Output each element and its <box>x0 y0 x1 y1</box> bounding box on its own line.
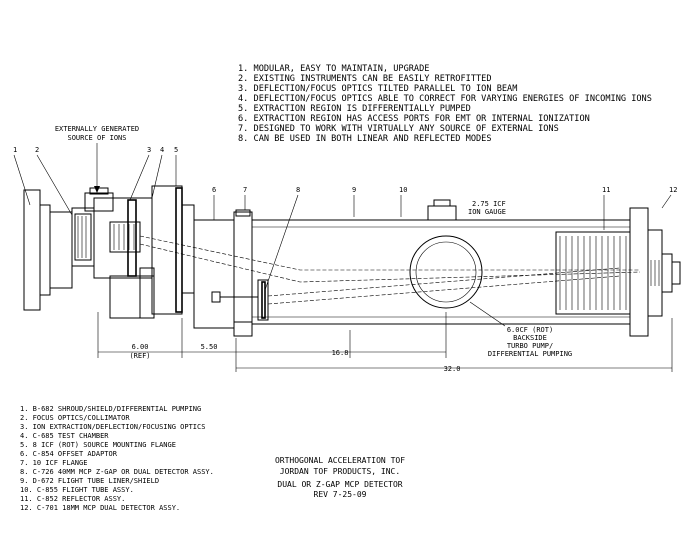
callout-number: 12 <box>669 186 677 194</box>
parts-list-item: 11. C-852 REFLECTOR ASSY. <box>20 495 125 503</box>
turbo-pump-label: 6.0CF (ROT) BACKSIDE TURBO PUMP/ DIFFERE… <box>469 301 572 358</box>
pump-label-line: BACKSIDE <box>513 334 547 342</box>
pump-label-line: DIFFERENTIAL PUMPING <box>488 350 572 358</box>
callout-number: 7 <box>243 186 247 194</box>
title-line: ORTHOGONAL ACCELERATION TOF <box>275 456 405 465</box>
callout-number: 8 <box>296 186 300 194</box>
feature-list: 1. MODULAR, EASY TO MAINTAIN, UPGRADE 2.… <box>238 64 652 144</box>
parts-list-item: 2. FOCUS OPTICS/COLLIMATOR <box>20 414 130 422</box>
parts-list-item: 5. 8 ICF (ROT) SOURCE MOUNTING FLANGE <box>20 441 176 449</box>
source-label-line: EXTERNALLY GENERATED <box>55 125 139 133</box>
flight-tube-assembly <box>139 199 641 337</box>
ion-source-assembly <box>23 185 195 319</box>
callout-number: 5 <box>174 146 178 154</box>
dimension-lines: 6.00 (REF) 5.50 16.8 32.0 <box>97 312 673 373</box>
parts-list-item: 7. 10 ICF FLANGE <box>20 459 87 467</box>
callout-number: 3 <box>147 146 151 154</box>
parts-list-item: 10. C-855 FLIGHT TUBE ASSY. <box>20 486 134 494</box>
title-block: ORTHOGONAL ACCELERATION TOF JORDAN TOF P… <box>275 456 405 499</box>
feature-item: 6. EXTRACTION REGION HAS ACCESS PORTS FO… <box>238 114 590 124</box>
feature-item: 8. CAN BE USED IN BOTH LINEAR AND REFLEC… <box>238 134 492 144</box>
parts-list-item: 8. C-726 40MM MCP Z-GAP OR DUAL DETECTOR… <box>20 468 214 476</box>
title-line: JORDAN TOF PRODUCTS, INC. <box>280 467 400 476</box>
parts-list: 1. B-682 SHROUD/SHIELD/DIFFERENTIAL PUMP… <box>20 405 214 512</box>
callout-number: 1 <box>13 146 17 154</box>
title-line: REV 7-25-09 <box>314 490 367 499</box>
dimension-16-8: 16.8 <box>332 349 349 357</box>
feature-item: 1. MODULAR, EASY TO MAINTAIN, UPGRADE <box>238 64 429 74</box>
callout-number: 10 <box>399 186 407 194</box>
callout-number: 11 <box>602 186 610 194</box>
dimension-32-0: 32.0 <box>444 365 461 373</box>
title-line: DUAL OR Z-GAP MCP DETECTOR <box>277 480 402 489</box>
ion-source-label: EXTERNALLY GENERATED SOURCE OF IONS <box>55 125 139 193</box>
parts-list-item: 3. ION EXTRACTION/DEFLECTION/FOCUSING OP… <box>20 423 205 431</box>
parts-list-item: 9. D-672 FLIGHT TUBE LINER/SHIELD <box>20 477 159 485</box>
dimension-6-00: 6.00 <box>132 343 149 351</box>
ion-gauge-label: 2.75 ICF ION GAUGE <box>468 200 506 216</box>
feature-item: 4. DEFLECTION/FOCUS OPTICS ABLE TO CORRE… <box>238 94 652 104</box>
source-label-line: SOURCE OF IONS <box>67 134 126 142</box>
feature-item: 5. EXTRACTION REGION IS DIFFERENTIALLY P… <box>238 104 471 114</box>
callout-numbers: 1 2 3 4 5 6 7 8 9 10 11 12 <box>13 146 677 291</box>
pump-label-line: TURBO PUMP/ <box>507 342 553 350</box>
parts-list-item: 6. C-854 OFFSET ADAPTOR <box>20 450 118 458</box>
dimension-6-00-ref: (REF) <box>129 352 150 360</box>
parts-list-item: 4. C-685 TEST CHAMBER <box>20 432 109 440</box>
feature-item: 2. EXISTING INSTRUMENTS CAN BE EASILY RE… <box>238 74 492 84</box>
gauge-label-line: ION GAUGE <box>468 208 506 216</box>
callout-number: 6 <box>212 186 216 194</box>
pump-label-line: 6.0CF (ROT) <box>507 326 553 334</box>
dimension-5-50: 5.50 <box>201 343 218 351</box>
feature-item: 3. DEFLECTION/FOCUS OPTICS TILTED PARALL… <box>238 84 517 94</box>
callout-number: 4 <box>160 146 164 154</box>
callout-number: 2 <box>35 146 39 154</box>
parts-list-item: 1. B-682 SHROUD/SHIELD/DIFFERENTIAL PUMP… <box>20 405 201 413</box>
mcp-dual-detector-assembly <box>647 229 681 317</box>
callout-number: 9 <box>352 186 356 194</box>
gauge-label-line: 2.75 ICF <box>472 200 506 208</box>
reflector-assembly <box>555 207 649 337</box>
feature-item: 7. DESIGNED TO WORK WITH VIRTUALLY ANY S… <box>238 124 559 134</box>
parts-list-item: 12. C-701 18MM MCP DUAL DETECTOR ASSY. <box>20 504 180 512</box>
